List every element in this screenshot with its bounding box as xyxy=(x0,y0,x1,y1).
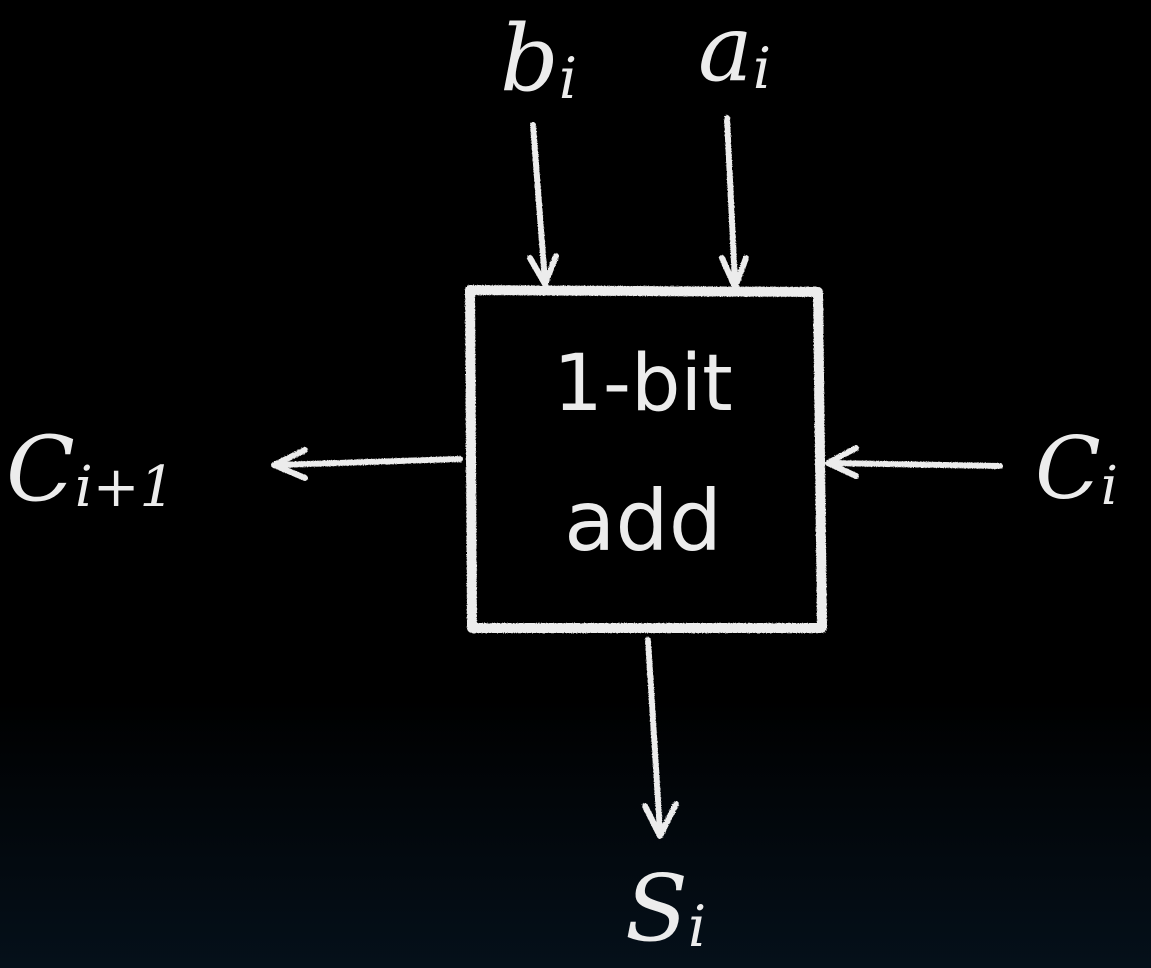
a-input-arrow xyxy=(719,115,749,290)
b-input-arrow xyxy=(527,122,559,287)
a-input-label: ai xyxy=(698,0,771,102)
carry-in-label: Ci xyxy=(1035,419,1118,519)
b-input-label: bi xyxy=(500,5,577,112)
sum-output-arrow xyxy=(642,637,679,839)
carry-out-arrow xyxy=(271,447,463,481)
block-label-line1: 1-bit xyxy=(553,339,733,429)
sum-output-label: Si xyxy=(625,855,706,962)
adder-block xyxy=(465,285,827,633)
block-label-line2: add xyxy=(564,472,722,570)
carry-in-arrow xyxy=(825,445,1003,479)
carry-out-label: Ci+1 xyxy=(6,417,175,522)
